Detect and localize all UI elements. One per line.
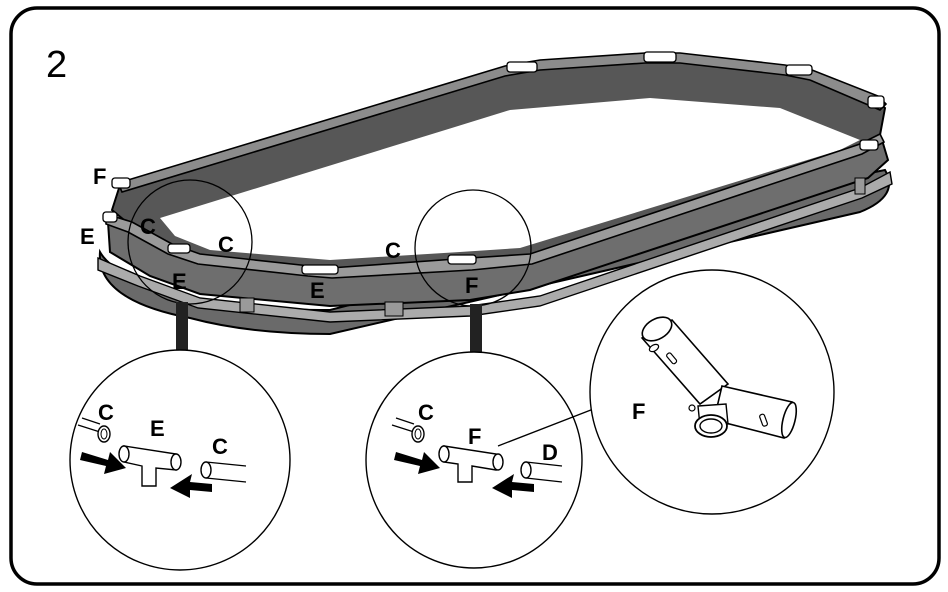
label-pool-c-1: C (140, 214, 156, 239)
push-arrow-icon (170, 474, 212, 498)
push-arrow-icon (492, 474, 534, 498)
label-detail2-c: C (418, 400, 434, 425)
label-pool-f-left: F (93, 164, 106, 189)
pool-top-rail-front (105, 132, 886, 279)
label-detail1-c-right: C (212, 434, 228, 459)
label-detail3-f: F (632, 399, 645, 424)
label-detail1-c-left: C (98, 400, 114, 425)
label-pool-e-left: E (80, 224, 95, 249)
label-detail1-e: E (150, 416, 165, 441)
label-pool-e-1: E (172, 269, 187, 294)
callout-circle-left (127, 179, 253, 305)
pool-band (97, 170, 893, 323)
pool-illustration (97, 51, 893, 336)
label-detail2-f: F (468, 424, 481, 449)
pool-joints (102, 51, 885, 275)
detail-circle-f-zoom (589, 269, 835, 515)
detail-circle-e (69, 349, 291, 571)
pool-floor (160, 98, 860, 260)
label-pool-e-2: E (310, 278, 325, 303)
label-pool-c-2: C (218, 232, 234, 257)
band-strap (384, 301, 404, 317)
band-strap (854, 177, 866, 195)
band-strap (239, 297, 255, 313)
label-pool-c-3: C (385, 238, 401, 263)
push-arrow-icon (80, 452, 126, 474)
push-arrow-icon (394, 452, 440, 474)
step-number: 2 (46, 44, 67, 86)
detail-circle-f (365, 351, 597, 569)
label-detail2-d: D (542, 440, 558, 465)
label-pool-f-mid: F (465, 273, 478, 298)
